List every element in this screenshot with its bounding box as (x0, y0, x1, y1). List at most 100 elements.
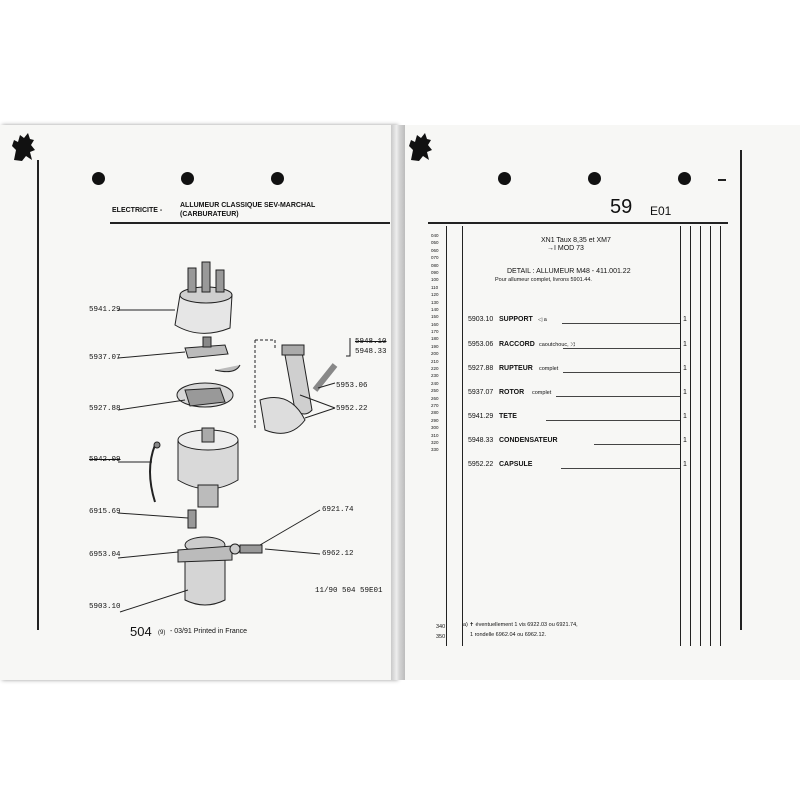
line-number: 090 (431, 269, 439, 275)
line-number: 160 (431, 321, 439, 327)
tick-mark (718, 179, 726, 181)
line-number: 070 (431, 255, 439, 261)
table-column-line (700, 226, 701, 646)
line-number: 200 (431, 351, 439, 357)
line-number: 340 (436, 624, 446, 630)
table-column-line (680, 226, 681, 646)
part-detail: complet (539, 366, 559, 372)
distributor-exploded-diagram (117, 261, 351, 613)
page-number: 59 (610, 196, 633, 218)
line-number: 220 (431, 366, 439, 372)
line-number: 270 (431, 402, 439, 408)
callout-label: 6921.74 (322, 506, 354, 514)
right-page (400, 125, 800, 680)
line-number: 050 (431, 240, 439, 246)
table-column-line (690, 226, 691, 646)
footnote-line2: 1 rondelle 6962.04 ou 6962.12. (470, 632, 547, 638)
callout-label: 6915.69 (89, 508, 121, 516)
line-number: 300 (431, 425, 439, 431)
part-name: ROTOR (499, 389, 525, 396)
detail-title: DETAIL : ALLUMEUR M48 - 411.001.22 (507, 268, 631, 275)
header-rule (110, 222, 390, 224)
line-number: 350 (436, 634, 446, 640)
callout-label: 5941.29 (89, 306, 121, 314)
leader-line (561, 468, 680, 469)
line-number: 100 (431, 277, 439, 283)
reference-code: 11/90 504 59E01 (315, 587, 383, 595)
line-number: 180 (431, 336, 439, 342)
leader-line (563, 348, 680, 349)
part-detail: caoutchouc, ⤨ (539, 342, 575, 348)
binder-hole (181, 172, 194, 185)
detail-subtitle: Pour allumeur complet, livrons 5901.44. (495, 277, 592, 283)
part-code: 5952.22 (468, 461, 494, 468)
line-number: 250 (431, 388, 439, 394)
line-number: 230 (431, 373, 439, 379)
line-number: 260 (431, 395, 439, 401)
line-number: 130 (431, 299, 439, 305)
callout-label: 6962.12 (322, 550, 354, 558)
leader-line (556, 396, 680, 397)
peugeot-lion-logo (409, 133, 432, 161)
line-number: 210 (431, 358, 439, 364)
model-header-line1: XN1 Taux 8,35 et XM7 (541, 237, 611, 244)
part-quantity: 1 (683, 341, 687, 348)
footer-text: - 03/91 Printed in France (170, 628, 248, 635)
table-column-line (462, 226, 463, 646)
part-name: CONDENSATEUR (499, 437, 558, 444)
line-number: 110 (431, 284, 439, 290)
line-number: 120 (431, 292, 439, 298)
part-quantity: 1 (683, 437, 687, 444)
binder-hole (678, 172, 691, 185)
part-code: 5941.29 (468, 413, 494, 420)
part-detail: ◁ a (538, 317, 547, 323)
right-margin-line (740, 150, 742, 630)
leader-line (563, 372, 680, 373)
table-column-line (710, 226, 711, 646)
line-number: 170 (431, 329, 439, 335)
part-code: 5903.10 (468, 316, 494, 323)
callout-label: 5952.22 (336, 405, 368, 413)
part-quantity: 1 (683, 365, 687, 372)
left-margin-line (37, 160, 39, 630)
table-column-line (446, 226, 447, 646)
leader-line (562, 323, 680, 324)
footer-sub: (9) (158, 630, 166, 636)
line-number: 150 (431, 314, 439, 320)
page-title-line1: ALLUMEUR CLASSIQUE SEV-MARCHAL (180, 202, 316, 209)
line-number: 310 (431, 432, 439, 438)
leader-line (546, 420, 680, 421)
callout-label: 5953.06 (336, 382, 368, 390)
line-number: 060 (431, 247, 439, 253)
line-number: 320 (431, 439, 439, 445)
page-code: E01 (650, 204, 672, 218)
part-name: SUPPORT (499, 316, 533, 323)
part-code: 5948.33 (468, 437, 494, 444)
book-spine (391, 125, 405, 680)
line-number: 280 (431, 410, 439, 416)
binder-hole (588, 172, 601, 185)
part-quantity: 1 (683, 316, 687, 323)
line-number: 330 (431, 447, 439, 453)
leader-line (594, 444, 680, 445)
line-number: 290 (431, 417, 439, 423)
line-number: 080 (431, 262, 439, 268)
part-name: TETE (499, 413, 517, 420)
part-code: 5937.07 (468, 389, 494, 396)
part-code: 5953.06 (468, 341, 494, 348)
part-name: RUPTEUR (499, 365, 533, 372)
part-detail: complet (532, 390, 552, 396)
peugeot-lion-logo (12, 133, 35, 161)
page-title-line2: (CARBURATEUR) (180, 211, 239, 218)
part-code: 5927.88 (468, 365, 494, 372)
callout-label: 5937.07 (89, 354, 121, 362)
part-name: CAPSULE (499, 461, 533, 468)
table-column-line (720, 226, 721, 646)
part-quantity: 1 (683, 389, 687, 396)
binder-hole (498, 172, 511, 185)
model-header-line2: →I MOD 73 (547, 245, 584, 252)
section-title: ELECTRICITE - (112, 207, 163, 214)
part-name: RACCORD (499, 341, 535, 348)
line-number: 240 (431, 380, 439, 386)
